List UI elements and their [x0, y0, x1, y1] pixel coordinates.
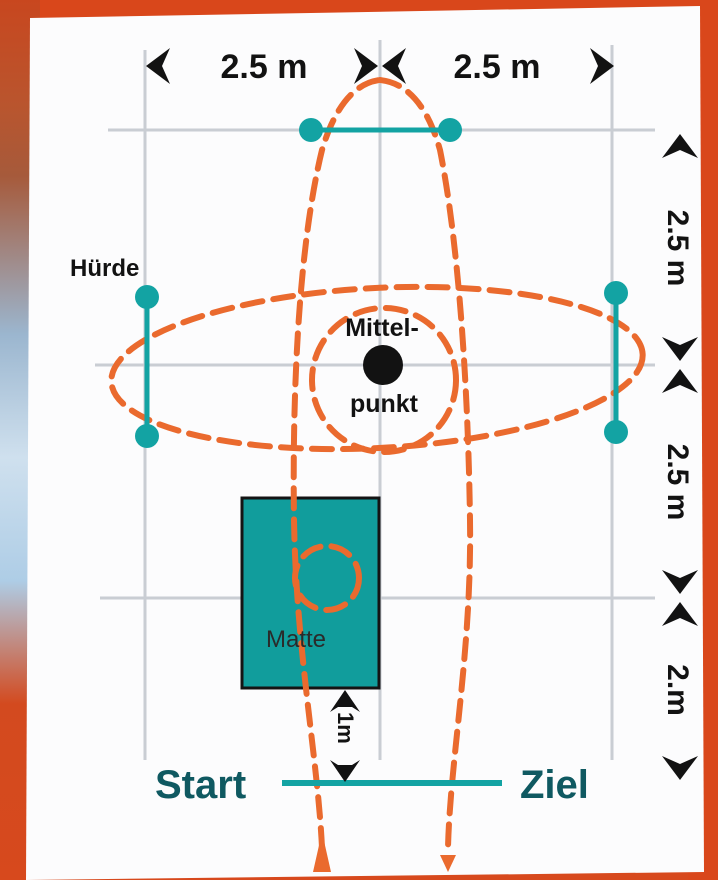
dimension-top-left: 2.5 m: [221, 48, 308, 86]
paper-sheet: [26, 6, 704, 880]
center-label-line2: punkt: [350, 390, 419, 418]
mat-gap-label: 1m: [333, 712, 358, 744]
finish-label: Ziel: [520, 763, 589, 807]
dimension-right-middle: 2.5 m: [661, 444, 694, 521]
start-label: Start: [155, 763, 246, 807]
mat-label: Matte: [266, 626, 326, 653]
center-label-line1: Mittel-: [345, 314, 419, 342]
dimension-top-right: 2.5 m: [454, 48, 541, 86]
dimension-right-lower: 2.m: [661, 664, 694, 716]
hurdle-label: Hürde: [70, 255, 139, 282]
center-dot-icon: [363, 345, 403, 385]
dimension-right-upper: 2.5 m: [661, 210, 694, 287]
